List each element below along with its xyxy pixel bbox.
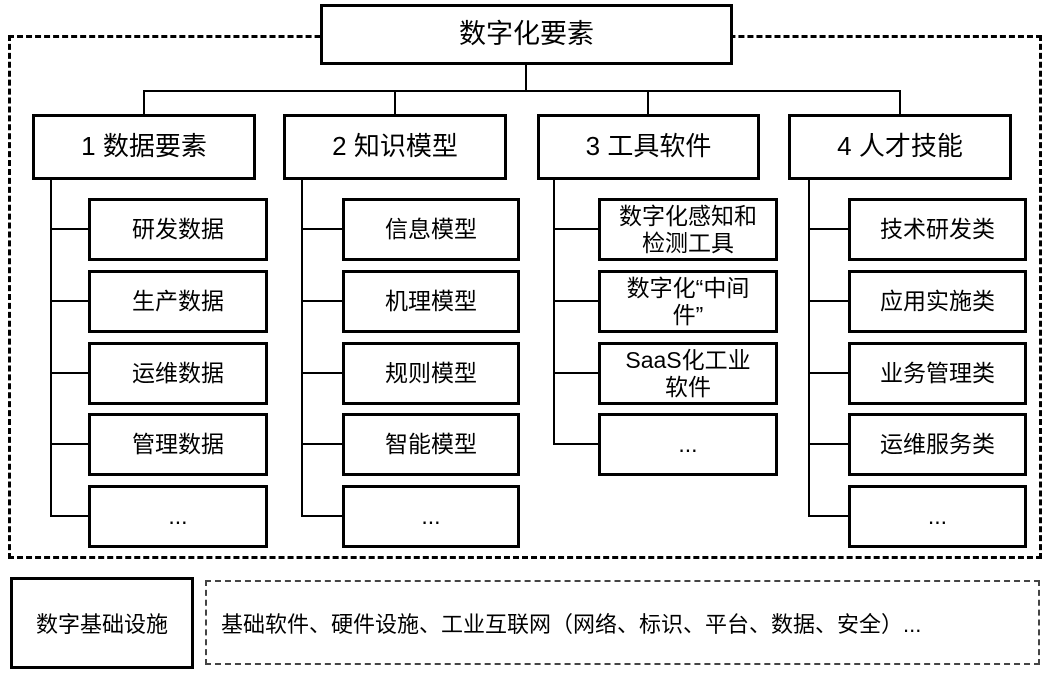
leaf-label: 机理模型: [385, 288, 477, 315]
infrastructure-description: 基础软件、硬件设施、工业互联网（网络、标识、平台、数据、安全）...: [221, 611, 922, 637]
branch-3-tick: [553, 300, 598, 302]
branch-1-tick: [50, 515, 88, 517]
connector-stub-2: [394, 90, 396, 116]
branch-header-knowledge-models: 2 知识模型: [283, 114, 507, 180]
connector-stub-3: [647, 90, 649, 116]
leaf-label: ...: [927, 503, 948, 530]
leaf-node: 运维服务类: [848, 413, 1027, 476]
leaf-label: ...: [678, 431, 698, 458]
infrastructure-title: 数字基础设施: [35, 612, 168, 637]
branch-1-tick: [50, 300, 88, 302]
branch-3-trunk: [553, 179, 555, 445]
leaf-node: 应用实施类: [848, 270, 1027, 333]
root-label: 数字化要素: [459, 18, 594, 49]
leaf-label: 管理数据: [132, 431, 224, 458]
branch-2-trunk: [301, 179, 303, 517]
leaf-node: 数字化感知和 检测工具: [598, 198, 778, 261]
branch-4-trunk: [808, 179, 810, 517]
leaf-label: ...: [168, 503, 188, 530]
branch-label: 3 工具软件: [585, 131, 712, 162]
leaf-label: ...: [421, 503, 441, 530]
leaf-node: SaaS化工业 软件: [598, 342, 778, 405]
branch-label: 2 知识模型: [332, 131, 458, 162]
leaf-node: 机理模型: [342, 270, 520, 333]
connector-root-stub: [525, 64, 527, 91]
branch-1-tick: [50, 372, 88, 374]
leaf-node: 数字化“中间 件”: [598, 270, 778, 333]
infrastructure-title-box: 数字基础设施: [10, 577, 194, 669]
leaf-node: ...: [342, 485, 520, 548]
root-node: 数字化要素: [320, 4, 733, 65]
leaf-node: 规则模型: [342, 342, 520, 405]
connector-stub-1: [143, 90, 145, 116]
branch-2-tick: [301, 300, 342, 302]
leaf-label: 智能模型: [385, 431, 477, 458]
leaf-node: 研发数据: [88, 198, 268, 261]
leaf-label: SaaS化工业 软件: [625, 347, 751, 400]
leaf-node: 管理数据: [88, 413, 268, 476]
leaf-label: 技术研发类: [880, 216, 995, 243]
leaf-label: 规则模型: [385, 360, 477, 387]
branch-2-tick: [301, 228, 342, 230]
leaf-label: 数字化感知和 检测工具: [619, 203, 757, 256]
branch-1-trunk: [50, 179, 52, 517]
leaf-node: 业务管理类: [848, 342, 1027, 405]
connector-stub-4: [899, 90, 901, 116]
leaf-label: 运维服务类: [880, 431, 995, 458]
branch-2-tick: [301, 372, 342, 374]
connector-rail: [143, 90, 901, 92]
branch-label: 1 数据要素: [81, 131, 207, 162]
leaf-node: ...: [88, 485, 268, 548]
leaf-label: 数字化“中间 件”: [626, 275, 750, 328]
branch-label: 4 人才技能: [837, 131, 963, 162]
infrastructure-description-box: 基础软件、硬件设施、工业互联网（网络、标识、平台、数据、安全）...: [205, 580, 1040, 665]
branch-3-tick: [553, 372, 598, 374]
branch-4-tick: [808, 443, 848, 445]
branch-3-tick: [553, 443, 598, 445]
leaf-node: 信息模型: [342, 198, 520, 261]
leaf-label: 运维数据: [132, 360, 224, 387]
leaf-node: 生产数据: [88, 270, 268, 333]
branch-2-tick: [301, 443, 342, 445]
leaf-label: 业务管理类: [880, 360, 995, 387]
branch-header-tool-software: 3 工具软件: [537, 114, 760, 180]
branch-header-data-elements: 1 数据要素: [32, 114, 256, 180]
branch-header-talent-skills: 4 人才技能: [788, 114, 1012, 180]
branch-4-tick: [808, 372, 848, 374]
leaf-node: 运维数据: [88, 342, 268, 405]
branch-4-tick: [808, 515, 848, 517]
leaf-label: 应用实施类: [880, 288, 995, 315]
branch-4-tick: [808, 228, 848, 230]
leaf-node: ...: [598, 413, 778, 476]
branch-1-tick: [50, 228, 88, 230]
branch-4-tick: [808, 300, 848, 302]
branch-3-tick: [553, 228, 598, 230]
leaf-label: 生产数据: [132, 288, 224, 315]
leaf-node: ...: [848, 485, 1027, 548]
leaf-node: 智能模型: [342, 413, 520, 476]
leaf-node: 技术研发类: [848, 198, 1027, 261]
branch-1-tick: [50, 443, 88, 445]
leaf-label: 信息模型: [385, 216, 477, 243]
leaf-label: 研发数据: [132, 216, 224, 243]
branch-2-tick: [301, 515, 342, 517]
